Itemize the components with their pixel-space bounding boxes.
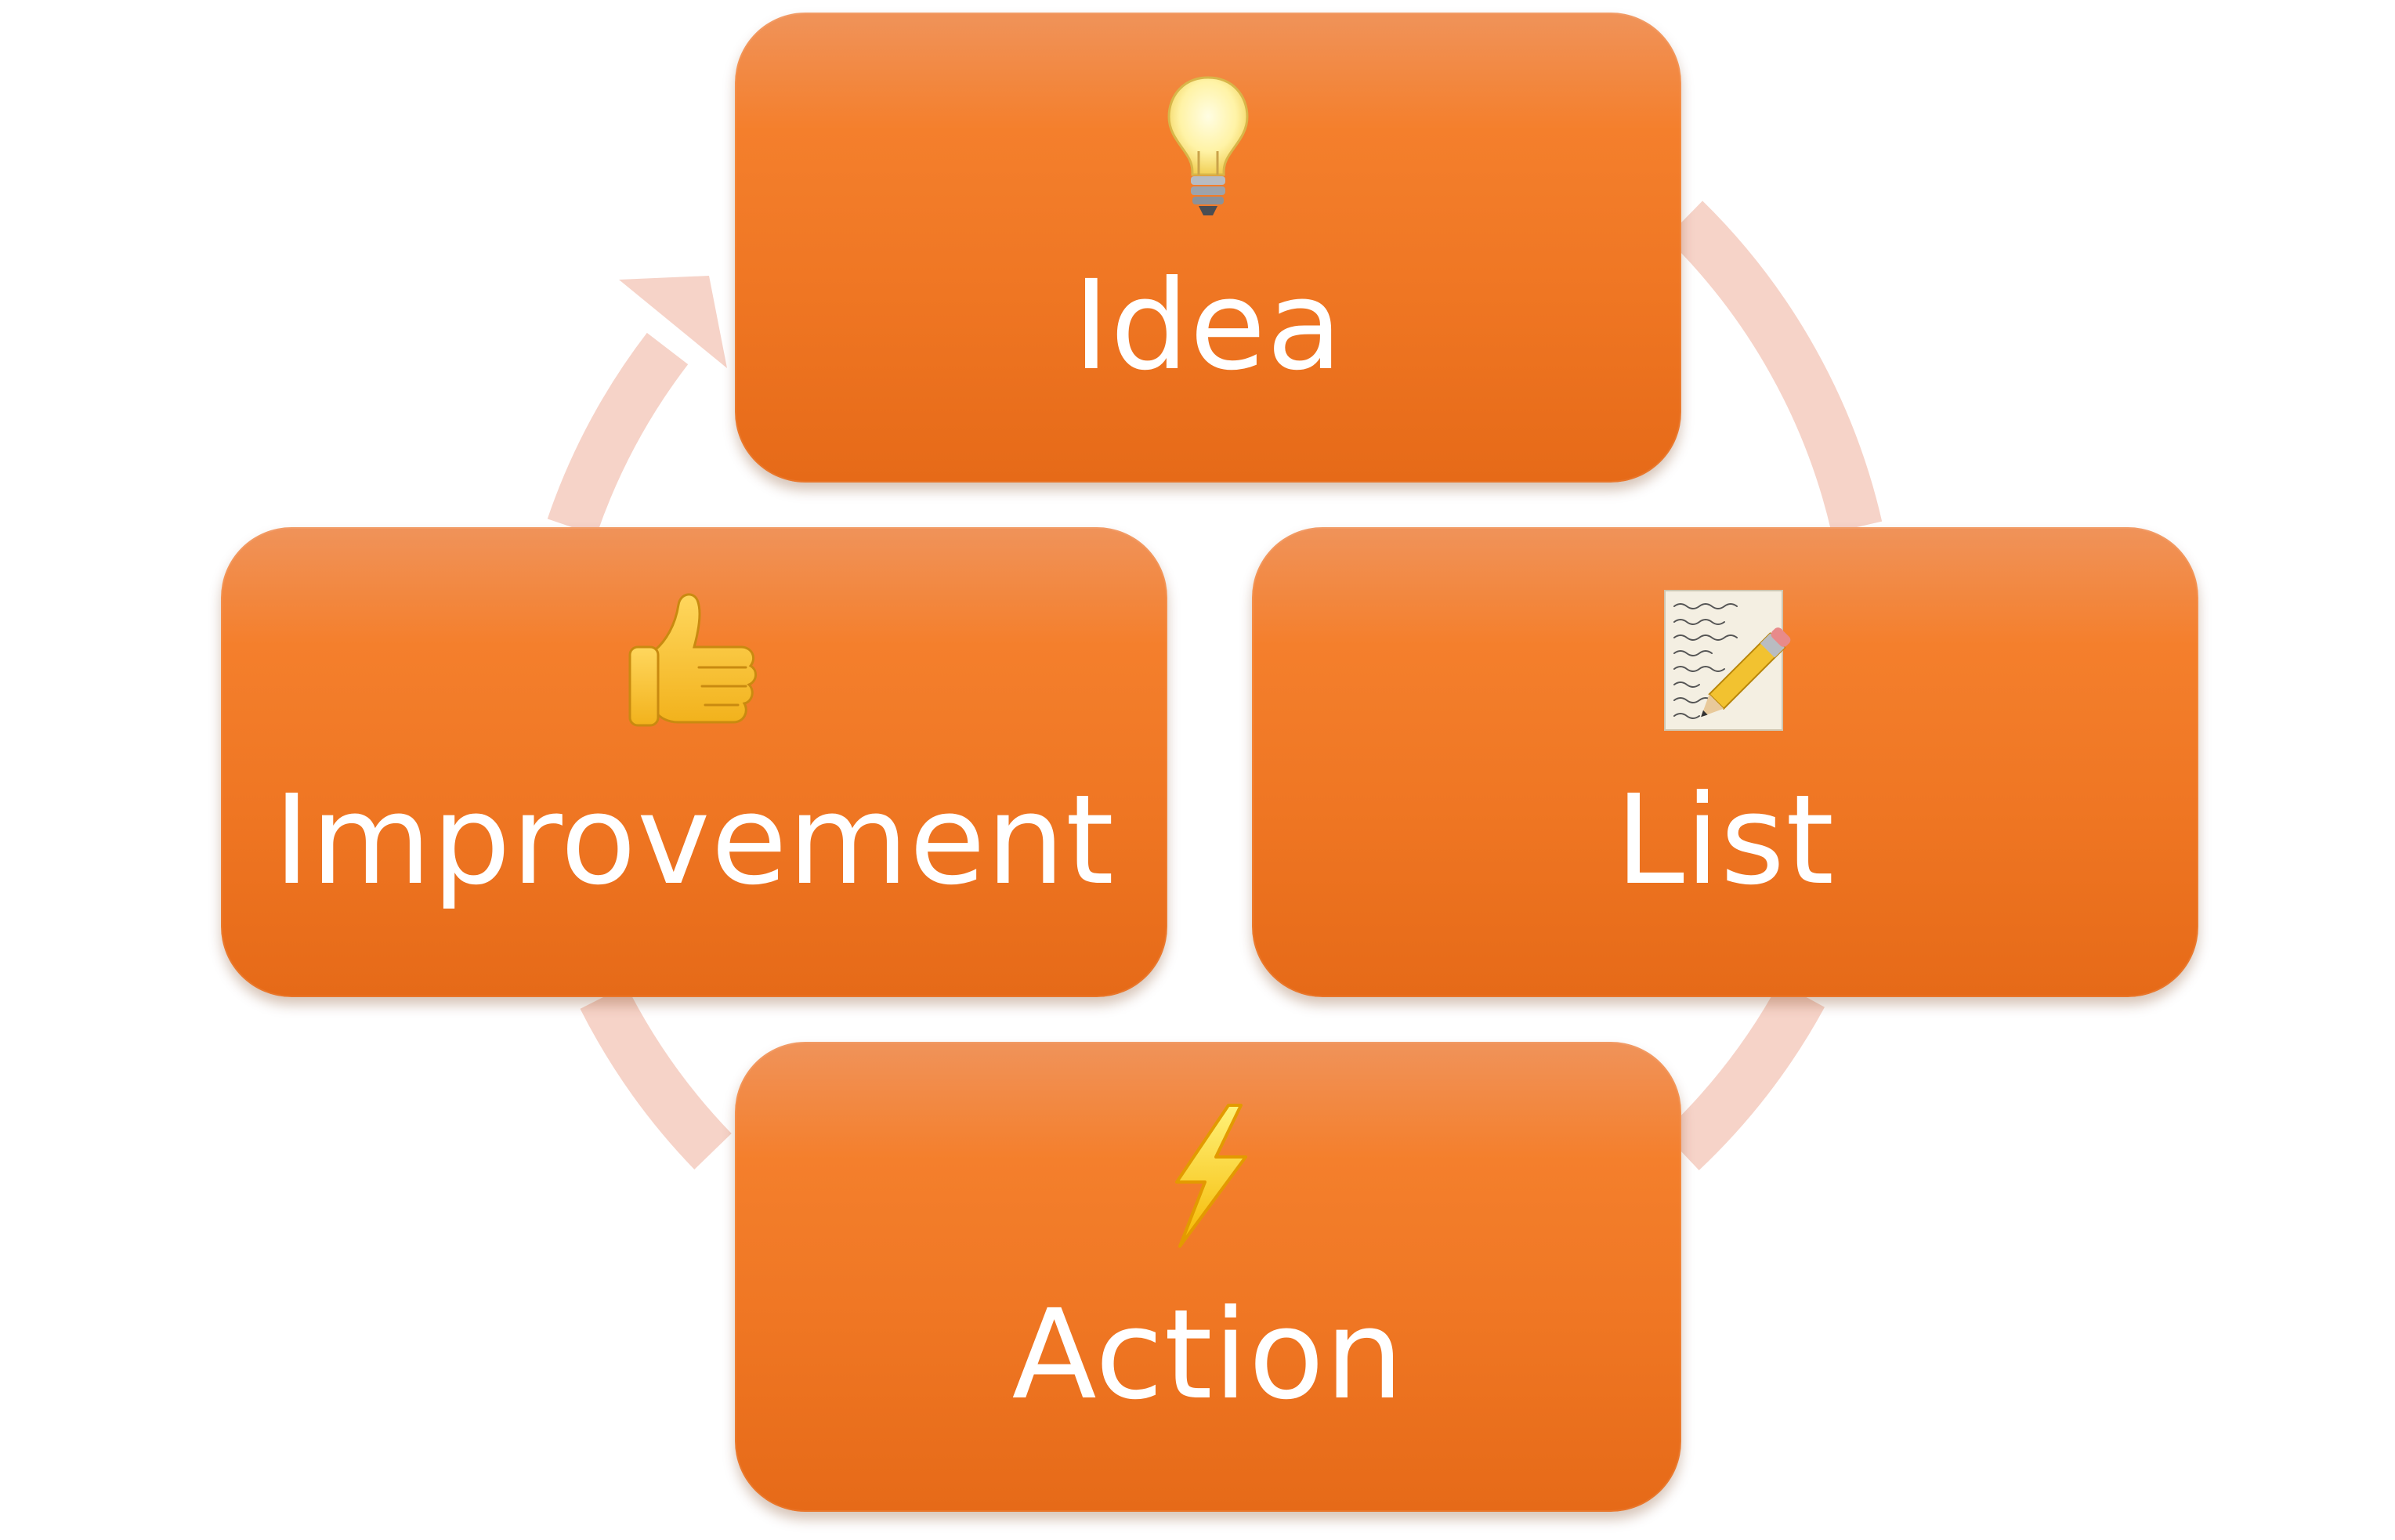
memo-pencil-icon xyxy=(1252,582,2198,739)
thumbs-up-icon xyxy=(221,582,1167,739)
ring-arc-improvement-to-idea xyxy=(547,332,689,536)
ring-arrowhead xyxy=(619,276,727,368)
step-improvement: Improvement xyxy=(221,527,1167,997)
lightning-bolt-icon xyxy=(735,1097,1681,1253)
step-label-improvement: Improvement xyxy=(273,768,1115,913)
step-idea: Idea xyxy=(735,13,1681,483)
step-action: Action xyxy=(735,1042,1681,1512)
step-label-list: List xyxy=(1615,768,1836,913)
step-label-idea: Idea xyxy=(1073,254,1344,398)
ring-arc-action-to-improvement xyxy=(580,985,732,1169)
step-label-action: Action xyxy=(1011,1283,1405,1427)
ring-arc-list-to-action xyxy=(1663,982,1825,1171)
step-list: List xyxy=(1252,527,2198,997)
lightbulb-icon xyxy=(735,67,1681,224)
ring-arc-idea-to-list xyxy=(1666,201,1883,533)
